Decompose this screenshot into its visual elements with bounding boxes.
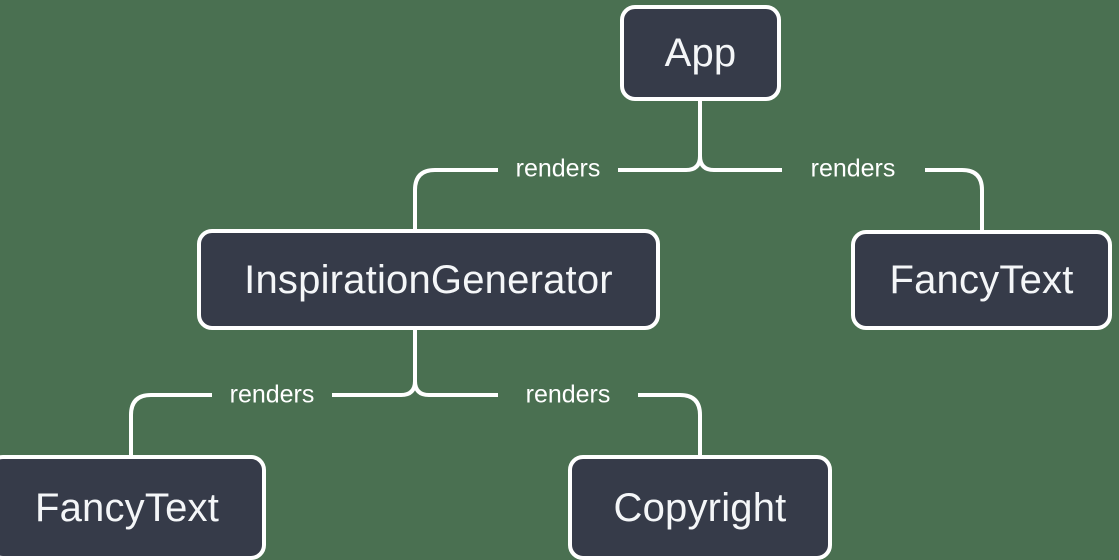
node-app[interactable]: App bbox=[620, 5, 781, 101]
node-app-label: App bbox=[664, 31, 737, 75]
edge-label-app-to-inspiration-generator: renders bbox=[515, 154, 601, 183]
node-copyright[interactable]: Copyright bbox=[568, 455, 832, 560]
node-fancytext-bottom[interactable]: FancyText bbox=[0, 455, 266, 560]
node-copyright-label: Copyright bbox=[613, 485, 787, 530]
edge-label-inspiration-generator-to-fancytext-bottom: renders bbox=[229, 380, 315, 409]
edge-label-inspiration-generator-to-copyright: renders bbox=[525, 380, 611, 409]
node-fancytext-right-label: FancyText bbox=[889, 258, 1074, 302]
edge-label-app-to-fancytext-right: renders bbox=[810, 154, 896, 183]
node-inspiration-generator-label: InspirationGenerator bbox=[244, 257, 613, 302]
node-inspiration-generator[interactable]: InspirationGenerator bbox=[197, 229, 660, 330]
node-fancytext-bottom-label: FancyText bbox=[34, 485, 220, 530]
node-fancytext-right[interactable]: FancyText bbox=[851, 230, 1112, 330]
